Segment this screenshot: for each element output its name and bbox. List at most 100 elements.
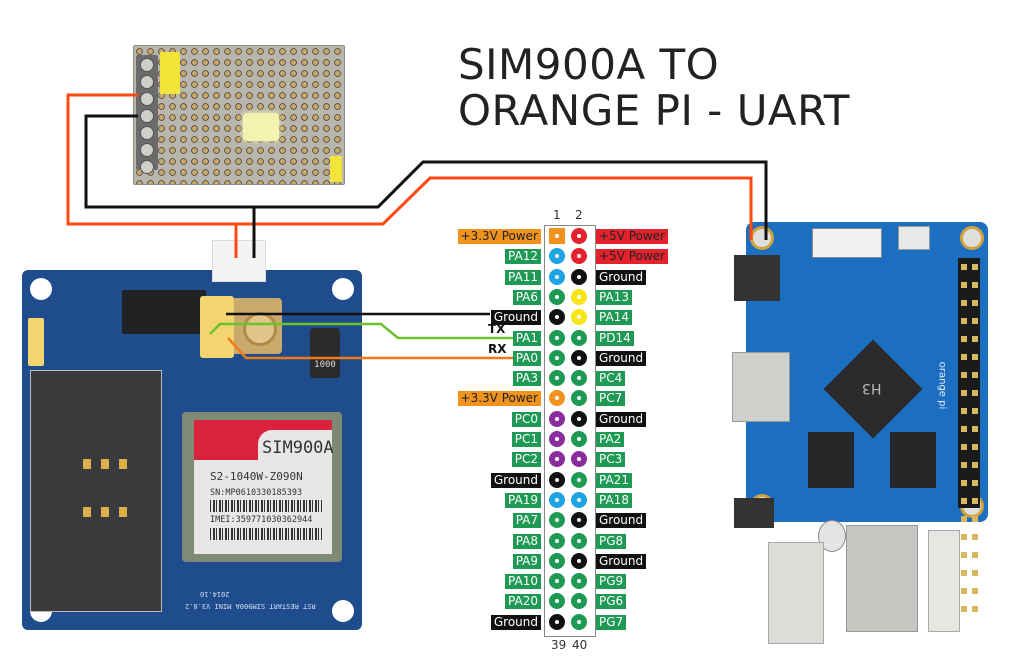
pin-label-left: PA7: [512, 513, 541, 529]
orange-pi-header-pin: [961, 318, 967, 324]
header-pin-33: [549, 552, 565, 569]
usb-otg-port: [928, 530, 960, 632]
orange-pi-header-pin: [961, 606, 967, 612]
terminal-screw: [140, 109, 154, 123]
capacitor-label: 1000: [314, 360, 336, 370]
camera-connector: [812, 228, 882, 258]
header-pin-37: [549, 593, 565, 610]
pin-label-left: PC0: [511, 411, 541, 427]
sim900a-power-connector: [212, 240, 266, 282]
max232-chip: [122, 290, 206, 334]
orange-pi-header-pin: [972, 606, 978, 612]
pin-label-right: Ground: [596, 350, 647, 366]
title-line-2: ORANGE PI - UART: [458, 86, 850, 135]
orange-pi-header-pin: [961, 300, 967, 306]
title-line-1: SIM900A TO: [458, 40, 720, 89]
pin-label-left: PA11: [505, 269, 541, 285]
pin-label-right: Ground: [596, 411, 647, 427]
header-pin-38: [571, 593, 587, 610]
tx-label: TX: [488, 322, 506, 336]
mounting-hole: [332, 278, 354, 300]
pin-label-right: Ground: [596, 553, 647, 569]
pin-label-right: PD14: [596, 330, 634, 346]
header-pin-27: [549, 491, 565, 508]
orange-pi-gpio-header: [958, 258, 980, 612]
pin-label-left: PA0: [512, 350, 541, 366]
header-pin-28: [571, 491, 587, 508]
header-pin-34: [571, 552, 587, 569]
power-supply-sticker: [330, 156, 342, 182]
power-supply-terminal-block: [136, 55, 158, 174]
power-wire-to-orange-pi: [236, 176, 753, 240]
pin-label-left: PC2: [511, 452, 541, 468]
pin-label-left: PA6: [512, 289, 541, 305]
header-pin-1: [549, 228, 565, 244]
pin-label-left: PA3: [512, 371, 541, 387]
capacitor-1000: 1000: [310, 328, 340, 378]
pin-label-right: Ground: [596, 513, 647, 529]
header-pin-15: [549, 370, 565, 387]
header-pin-40: [571, 613, 587, 630]
ethernet-port: [846, 525, 918, 632]
pin-label-left: PA8: [512, 533, 541, 549]
pin-label-right: PA21: [596, 472, 632, 488]
j2-header: [28, 318, 44, 366]
orange-pi-header-pin: [961, 516, 967, 522]
rx-wire: [227, 337, 515, 360]
pin-label-right: PG8: [596, 533, 627, 549]
terminal-screw: [140, 92, 154, 106]
orange-pi-header-pin: [972, 336, 978, 342]
header-pin-29: [549, 512, 565, 529]
orange-pi-header-pin: [961, 498, 967, 504]
orange-pi-header-pin: [972, 354, 978, 360]
header-pin-6: [571, 268, 587, 285]
header-pin-23: [549, 451, 565, 468]
rx-label: RX: [488, 342, 507, 356]
sim900a-chip-model: S2-1040W-Z090N: [210, 470, 303, 483]
header-pin-18: [571, 390, 587, 407]
orange-pi-header-pin: [961, 570, 967, 576]
usb-port: [768, 542, 824, 644]
pin-label-left: PA12: [505, 249, 541, 265]
diagram-title: SIM900A TO ORANGE PI - UART: [458, 42, 850, 134]
ground-wire-to-orange-pi: [254, 160, 768, 240]
sim900a-serial: SN:MP0610330185393: [210, 488, 303, 498]
header-pin-7: [549, 288, 565, 305]
pin-label-right: +5V Power: [596, 249, 668, 265]
orange-pi-header-pin: [961, 390, 967, 396]
terminal-screw: [140, 143, 154, 157]
tx-wire: [209, 322, 515, 340]
pin-label-right: +5V Power: [596, 229, 668, 244]
ground-wire-psu-to-sim: [84, 114, 256, 258]
header-pin-26: [571, 471, 587, 488]
header-pin-35: [549, 573, 565, 590]
pin-label-left: PA9: [512, 553, 541, 569]
pin-label-right: PA2: [596, 432, 625, 447]
orange-pi-header-pin: [972, 552, 978, 558]
header-pin-32: [571, 532, 587, 549]
barcode: [210, 500, 322, 512]
header-pin-4: [571, 248, 587, 265]
header-pin-11: [549, 329, 565, 346]
barcode: [210, 528, 322, 540]
pin-label-right: PC3: [596, 452, 626, 468]
orange-pi-header-pin: [972, 390, 978, 396]
pin-label-left: Ground: [490, 614, 541, 630]
pin-label-right: PG6: [596, 594, 627, 610]
orange-pi-header-pin: [972, 264, 978, 270]
sim900a-imei: IMEI:359771030362944: [210, 515, 313, 525]
header-pin-21: [549, 431, 565, 447]
header-pin-39: [549, 613, 565, 630]
header-pin-13: [549, 349, 565, 366]
pin-label-left: +3.3V Power: [457, 391, 541, 407]
header-pin-36: [571, 573, 587, 590]
orange-pi-header-pin: [972, 534, 978, 540]
header-pin-3: [549, 248, 565, 265]
header-pin-31: [549, 532, 565, 549]
header-pin-20: [571, 410, 587, 427]
pin-label-left: +3.3V Power: [457, 229, 541, 244]
orange-pi-header-pin: [961, 462, 967, 468]
orange-pi-header-pin: [961, 426, 967, 432]
orange-pi-header-pin: [972, 480, 978, 486]
header-pin-25: [549, 471, 565, 488]
